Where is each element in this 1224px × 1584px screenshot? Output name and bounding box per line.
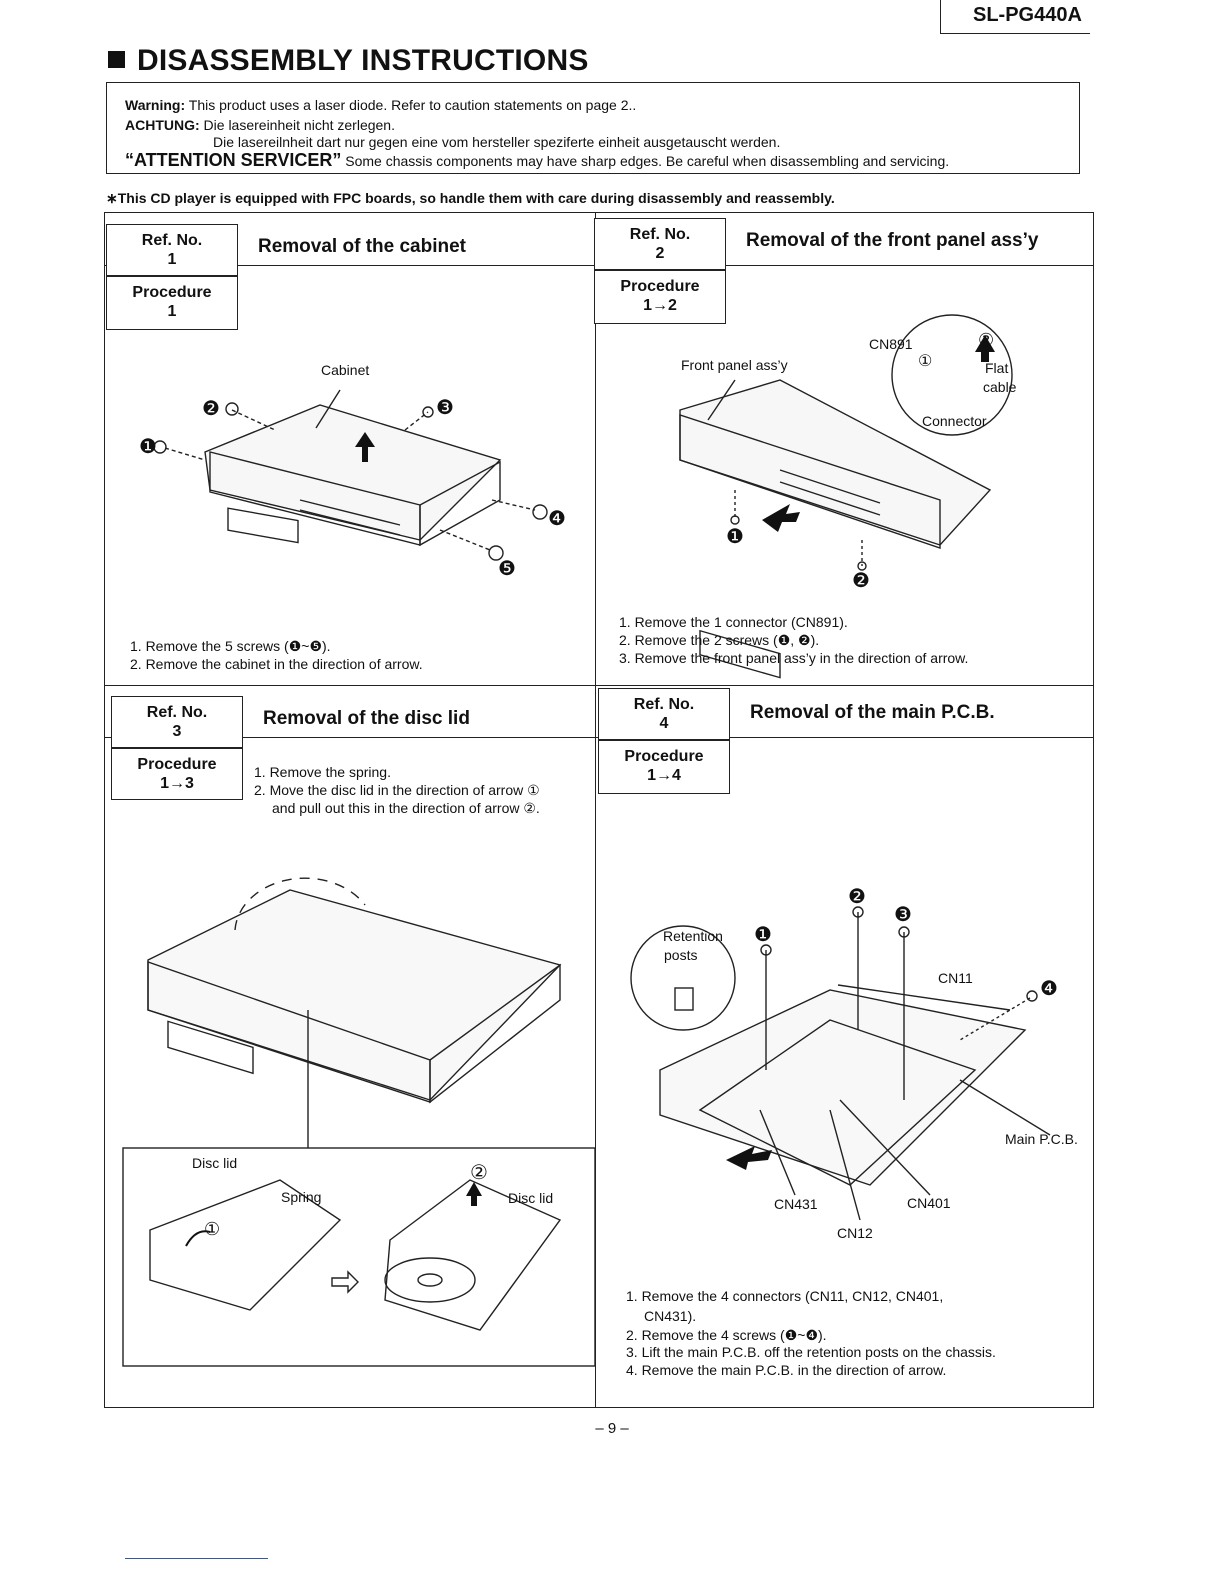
cn431-label: CN431	[774, 1196, 818, 1212]
ref-cell-4: Ref. No. 4	[598, 688, 730, 740]
procedure-value: 1	[167, 303, 177, 320]
connector-label: Connector	[922, 413, 987, 429]
section-4-title: Removal of the main P.C.B.	[750, 702, 995, 723]
bullet-square-icon	[108, 51, 125, 68]
ref-label: Ref. No.	[141, 232, 203, 249]
section-1-title: Removal of the cabinet	[258, 236, 466, 257]
section-2-step-1: 1. Remove the 1 connector (CN891).	[619, 614, 848, 630]
section-1-step-1: 1. Remove the 5 screws (❶~❺).	[130, 638, 331, 654]
section-1-step-2: 2. Remove the cabinet in the direction o…	[130, 656, 423, 672]
screw-2-marker: ❷	[202, 398, 220, 420]
ref-cell-1: Ref. No. 1	[106, 224, 238, 276]
arrow-callout-1: ①	[204, 1219, 221, 1239]
procedure-value: 1→3	[160, 775, 194, 792]
achtung-text-1: Die lasereinheit nicht zerlegen.	[203, 117, 395, 133]
procedure-label: Procedure	[624, 748, 704, 765]
procedure-value: 1→2	[643, 297, 677, 314]
procedure-value: 1→4	[647, 767, 681, 784]
cabinet-label: Cabinet	[321, 362, 370, 378]
warning-label: Warning:	[125, 97, 186, 113]
disc-lid-label-right: Disc lid	[508, 1190, 554, 1206]
ref-cell-3: Ref. No. 3	[111, 696, 243, 748]
ref-number: 3	[172, 723, 182, 740]
screw-2-marker: ❷	[852, 570, 870, 592]
front-panel-label: Front panel ass’y	[681, 357, 788, 373]
section-4-step-3: 3. Lift the main P.C.B. off the retentio…	[626, 1344, 996, 1360]
ref-label: Ref. No.	[629, 226, 691, 243]
section-4-step-2: 2. Remove the 4 screws (❶~❹).	[626, 1327, 827, 1343]
screw-1-marker: ❶	[139, 436, 157, 458]
procedure-label: Procedure	[132, 284, 212, 301]
screw-1-marker: ❶	[726, 526, 744, 548]
section-4-step-1: 1. Remove the 4 connectors (CN11, CN12, …	[626, 1288, 944, 1304]
procedure-cell-4: Procedure 1→4	[598, 740, 730, 794]
attention-text: Some chassis components may have sharp e…	[345, 153, 950, 169]
column-divider	[595, 213, 596, 1407]
procedure-cell-1: Procedure 1	[106, 276, 238, 330]
ref-label: Ref. No.	[633, 696, 695, 713]
page-title-text: DISASSEMBLY INSTRUCTIONS	[137, 44, 589, 77]
section-2-step-2: 2. Remove the 2 screws (❶, ❷).	[619, 632, 820, 648]
cn891-label: CN891	[869, 336, 913, 352]
section-3-step-2: 2. Move the disc lid in the direction of…	[254, 782, 540, 798]
cn401-label: CN401	[907, 1195, 951, 1211]
achtung-label: ACHTUNG:	[125, 117, 200, 133]
screw-4-marker: ❹	[548, 508, 566, 530]
screw-2-marker: ❷	[848, 886, 866, 908]
page-number: – 9 –	[595, 1420, 629, 1437]
warning-text: This product uses a laser diode. Refer t…	[188, 97, 637, 113]
retention-label: Retention	[663, 928, 723, 944]
callout-1: ①	[918, 353, 933, 370]
ref-label: Ref. No.	[146, 704, 208, 721]
procedure-label: Procedure	[620, 278, 700, 295]
ref-cell-2: Ref. No. 2	[594, 218, 726, 270]
row-divider	[105, 685, 1093, 686]
section-3-step-2-cont: and pull out this in the direction of ar…	[272, 800, 540, 816]
disc-lid-label-left: Disc lid	[192, 1155, 238, 1171]
section-3-title: Removal of the disc lid	[263, 708, 470, 729]
flat-label: Flat	[985, 360, 1009, 376]
arrow-callout-2: ②	[470, 1162, 488, 1184]
section-2-step-3: 3. Remove the front panel ass’y in the d…	[619, 650, 969, 666]
section-4-step-1-cont: CN431).	[644, 1308, 697, 1324]
warning-box: Warning: This product uses a laser diode…	[106, 82, 1080, 174]
page-title: DISASSEMBLY INSTRUCTIONS	[108, 44, 589, 78]
callout-2: ②	[978, 330, 995, 350]
ref-number: 1	[167, 251, 177, 268]
screw-3-marker: ❸	[894, 904, 912, 926]
achtung-text-2: Die lasereilnheit dart nur gegen eine vo…	[213, 134, 781, 150]
footer-rule	[125, 1558, 268, 1559]
screw-1-marker: ❶	[754, 924, 772, 946]
screw-5-marker: ❺	[498, 558, 516, 580]
ref-number: 2	[655, 245, 665, 262]
section-3-step-1: 1. Remove the spring.	[254, 764, 391, 780]
main-pcb-label: Main P.C.B.	[1005, 1131, 1078, 1147]
model-number: SL-PG440A	[940, 0, 1090, 34]
attention-label: “ATTENTION SERVICER”	[125, 150, 342, 170]
posts-label: posts	[664, 947, 698, 963]
fpc-note: ∗This CD player is equipped with FPC boa…	[106, 190, 835, 206]
procedure-cell-2: Procedure 1→2	[594, 270, 726, 324]
ref-number: 4	[659, 715, 669, 732]
cn12-label: CN12	[837, 1225, 873, 1241]
procedure-label: Procedure	[137, 756, 217, 773]
screw-4-marker: ❹	[1040, 978, 1058, 1000]
section-2-title: Removal of the front panel ass’y	[746, 230, 1039, 251]
cable-label: cable	[983, 379, 1017, 395]
screw-3-marker: ❸	[436, 397, 454, 419]
spring-label: Spring	[281, 1189, 322, 1205]
procedure-cell-3: Procedure 1→3	[111, 748, 243, 800]
cn11-label: CN11	[938, 970, 973, 986]
section-4-step-4: 4. Remove the main P.C.B. in the directi…	[626, 1362, 947, 1378]
